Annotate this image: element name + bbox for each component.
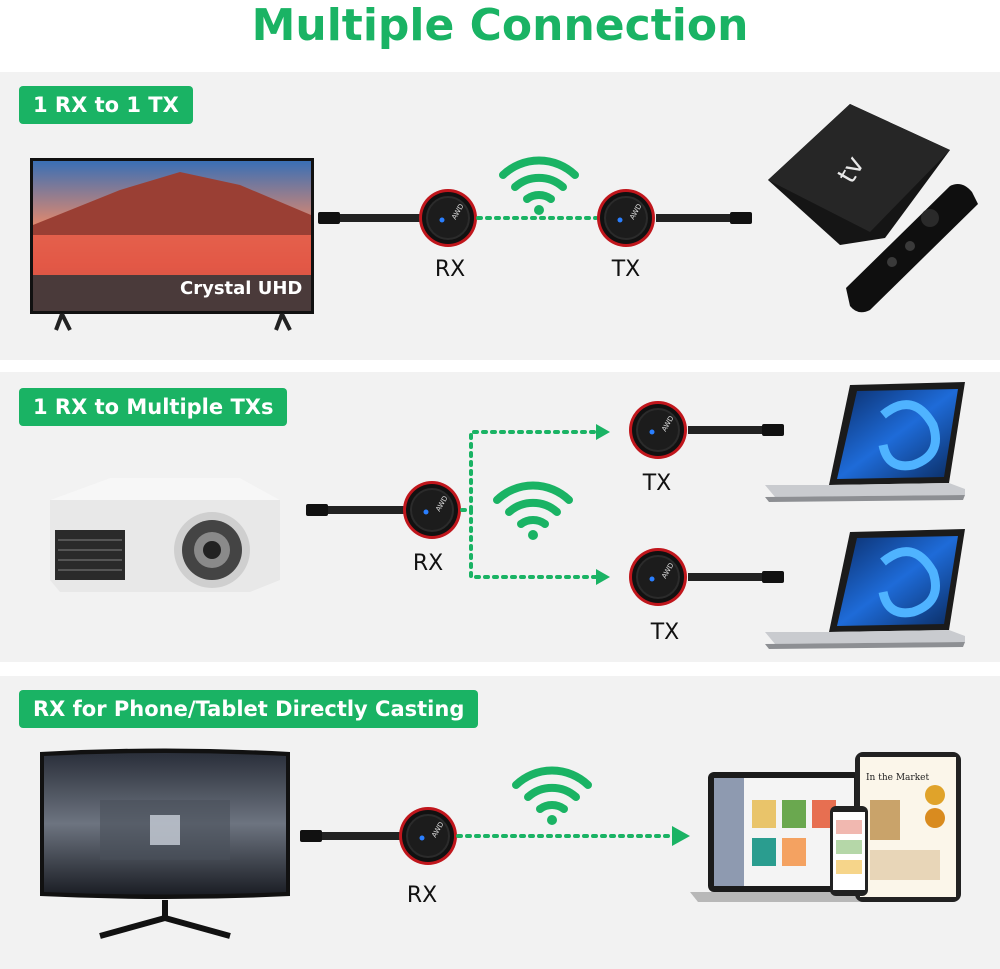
page-title: Multiple Connection: [251, 0, 749, 51]
tv-brand-text: Crystal UHD: [180, 278, 303, 299]
tv-image: [30, 158, 314, 331]
laptop-image-1: [765, 382, 965, 502]
tx-label-1: TX: [611, 257, 641, 282]
tablet-heading: In the Market: [866, 773, 929, 783]
rx-label-2: RX: [412, 551, 444, 576]
rx-label-3: RX: [406, 883, 438, 908]
section-3-badge: RX for Phone/Tablet Directly Casting: [19, 690, 479, 728]
projector-image: [50, 478, 280, 592]
devices-image: In the Market: [690, 752, 961, 902]
tx-label-2a: TX: [642, 471, 672, 496]
section-1-badge: 1 RX to 1 TX: [19, 86, 193, 124]
tx-label-2b: TX: [650, 620, 680, 645]
tvbox-image: tv: [768, 104, 978, 313]
rx-label-1: RX: [434, 257, 466, 282]
monitor-image: [40, 748, 290, 939]
laptop-image-2: [765, 529, 965, 649]
section-2-badge: 1 RX to Multiple TXs: [19, 388, 288, 426]
